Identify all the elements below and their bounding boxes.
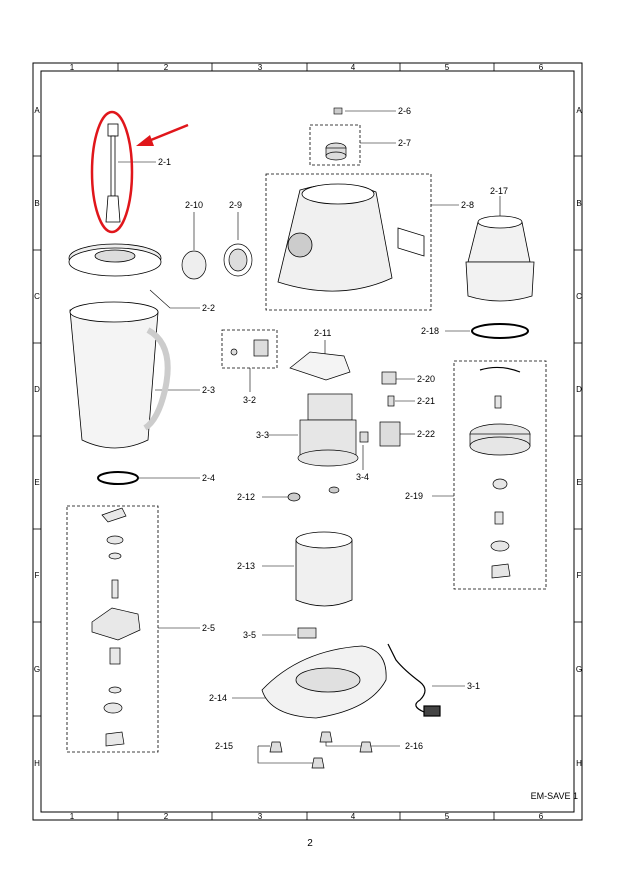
- grid-row-b-right: B: [576, 199, 582, 208]
- blade-assembly-part: [91, 507, 141, 747]
- callout-3-1: 3-1: [467, 681, 481, 691]
- grid-row-e: E: [34, 478, 40, 487]
- inner-frame: [40, 70, 575, 813]
- knob-part: [181, 243, 253, 280]
- grid-row-e-right: E: [576, 478, 582, 487]
- callout-3-5: 3-5: [243, 630, 257, 640]
- grid-col-3-bottom: 3: [257, 812, 263, 821]
- callout-2-8: 2-8: [461, 200, 475, 210]
- grid-col-1-bottom: 1: [69, 812, 75, 821]
- grid-row-g: G: [33, 665, 41, 674]
- callout-2-21: 2-21: [417, 396, 436, 406]
- callout-2-5: 2-5: [202, 623, 216, 633]
- callout-2-2: 2-2: [202, 303, 216, 313]
- grid-row-d: D: [34, 385, 40, 394]
- callout-3-2: 3-2: [243, 395, 257, 405]
- coupler-part: [325, 142, 347, 161]
- grid-col-4-bottom: 4: [350, 812, 356, 821]
- motor-housing-part: [277, 183, 425, 292]
- callout-3-4: 3-4: [356, 472, 370, 482]
- grid-col-6-bottom: 6: [538, 812, 544, 821]
- outer-frame: [32, 62, 583, 821]
- thermal-fuse-part: [297, 627, 317, 639]
- grid-row-c: C: [34, 292, 40, 301]
- callout-2-15: 2-15: [215, 741, 234, 751]
- callout-2-12: 2-12: [237, 492, 256, 502]
- grid-row-a: A: [34, 106, 40, 115]
- callout-2-4: 2-4: [202, 473, 216, 483]
- callout-2-14: 2-14: [209, 693, 228, 703]
- grid-row-h: H: [34, 759, 40, 768]
- base-part: [261, 645, 387, 719]
- power-cord-part: [387, 643, 441, 717]
- grid-row-c-right: C: [576, 292, 582, 301]
- grid-col-6: 6: [538, 63, 544, 72]
- grid-col-2-bottom: 2: [163, 812, 169, 821]
- mill-part: [465, 215, 535, 302]
- feet-parts: [269, 731, 373, 769]
- bracket-part: [289, 351, 351, 381]
- grid-col-4: 4: [350, 63, 356, 72]
- callout-2-10: 2-10: [185, 200, 204, 210]
- motor-cover-part: [295, 531, 353, 607]
- grid-col-2: 2: [163, 63, 169, 72]
- jug-part: [69, 301, 171, 449]
- grid-row-b: B: [34, 199, 40, 208]
- spatula-part: [105, 123, 121, 223]
- grid-row-d-right: D: [576, 385, 582, 394]
- callout-2-13: 2-13: [237, 561, 256, 571]
- callout-2-16: 2-16: [405, 741, 424, 751]
- seal-ring-part: [97, 471, 139, 485]
- callout-2-3: 2-3: [202, 385, 216, 395]
- callout-2-6: 2-6: [398, 106, 412, 116]
- grid-row-h-right: H: [576, 759, 582, 768]
- callout-2-19: 2-19: [405, 491, 424, 501]
- highlight-circle: [90, 110, 134, 234]
- callout-2-20: 2-20: [417, 374, 436, 384]
- highlight-arrow: [136, 123, 189, 146]
- model-code: EM-SAVE 1: [530, 791, 578, 801]
- callout-2-17: 2-17: [490, 186, 509, 196]
- motor-part: [297, 393, 359, 467]
- page-number: 2: [307, 838, 313, 849]
- callout-2-11: 2-11: [314, 328, 332, 338]
- cap-part: [333, 107, 343, 115]
- grid-row-f-right: F: [576, 571, 582, 580]
- grid-row-g-right: G: [575, 665, 583, 674]
- callout-2-22: 2-22: [417, 429, 436, 439]
- mill-blade-assembly-part: [469, 366, 531, 579]
- callout-2-7: 2-7: [398, 138, 412, 148]
- grid-col-1: 1: [69, 63, 75, 72]
- grid-col-5: 5: [444, 63, 450, 72]
- mill-ring-part: [471, 323, 529, 339]
- callout-2-1: 2-1: [158, 157, 172, 167]
- bushing-part: [287, 492, 301, 502]
- callout-2-9: 2-9: [229, 200, 243, 210]
- small-parts: [359, 371, 401, 447]
- grid-ticks: [33, 63, 582, 820]
- leader-lines: [118, 110, 501, 764]
- grid-row-f: F: [34, 571, 40, 580]
- switch-part: [230, 339, 269, 357]
- grid-col-5-bottom: 5: [444, 812, 450, 821]
- callout-3-3: 3-3: [256, 430, 270, 440]
- callout-2-18: 2-18: [421, 326, 440, 336]
- bushing-part-2: [328, 486, 340, 494]
- group-boxes: [66, 124, 547, 753]
- grid-col-3: 3: [257, 63, 263, 72]
- grid-row-a-right: A: [576, 106, 582, 115]
- lid-part: [68, 243, 162, 277]
